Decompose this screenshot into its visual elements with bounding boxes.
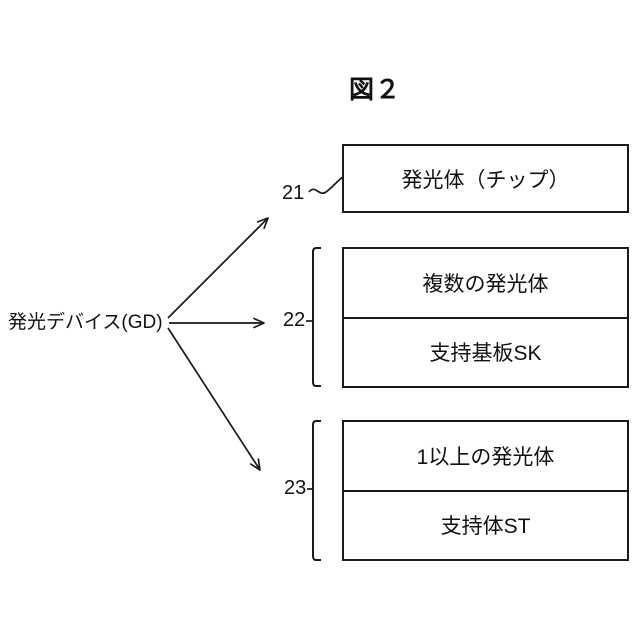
node-box-21: 発光体（チップ） bbox=[342, 144, 629, 213]
ref-number-22: 22 bbox=[283, 309, 306, 331]
node-22-row-emitters: 複数の発光体 bbox=[422, 272, 549, 296]
node-22-row-substrate: 支持基板SK bbox=[344, 316, 627, 387]
ref-number-21: 21 bbox=[282, 182, 305, 204]
leader-line-21 bbox=[308, 176, 344, 194]
ref-number-23: 23 bbox=[284, 477, 307, 499]
arrow-root-to-23 bbox=[167, 327, 261, 471]
bracket-22 bbox=[312, 247, 321, 387]
node-box-23: 1以上の発光体 支持体ST bbox=[342, 420, 629, 561]
node-21-label: 発光体（チップ） bbox=[401, 168, 570, 192]
figure-title: 図２ bbox=[348, 76, 401, 104]
root-node-label: 発光デバイス(GD) bbox=[8, 312, 163, 333]
node-23-row-emitters: 1以上の発光体 bbox=[416, 445, 555, 469]
node-23-row-support: 支持体ST bbox=[344, 489, 627, 560]
arrow-root-to-21 bbox=[167, 217, 269, 319]
node-box-22: 複数の発光体 支持基板SK bbox=[342, 247, 629, 388]
bracket-23 bbox=[312, 420, 321, 561]
